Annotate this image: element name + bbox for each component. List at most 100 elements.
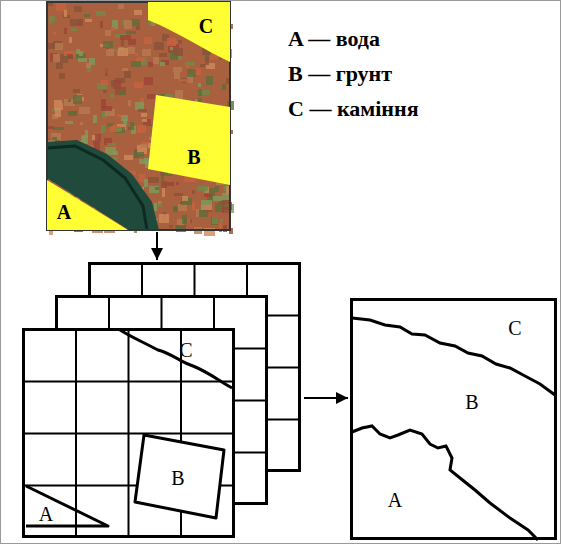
texture-rect (220, 219, 223, 222)
texture-rect (115, 127, 125, 133)
texture-rect (178, 40, 182, 44)
region-letter: C (508, 318, 521, 338)
yellow-region: B (148, 95, 230, 187)
region-letter: C (199, 16, 213, 36)
texture-rect (137, 125, 146, 133)
texture-rect (74, 6, 82, 12)
texture-rect (140, 144, 147, 148)
texture-rect (178, 204, 187, 211)
texture-rect (185, 62, 195, 66)
texture-rect (176, 182, 179, 185)
texture-rect (198, 83, 201, 87)
texture-rect (53, 127, 64, 130)
texture-rect (70, 19, 81, 26)
texture-rect (54, 100, 62, 103)
yellow-region: C (148, 2, 230, 62)
texture-rect (120, 91, 126, 95)
texture-rect (79, 107, 90, 114)
class-boundary (352, 318, 555, 395)
texture-rect (159, 53, 167, 57)
yellow-region-outline (148, 95, 230, 185)
texture-rect (86, 63, 91, 68)
texture-rect (161, 174, 164, 182)
texture-rect (122, 68, 128, 71)
texture-rect (144, 77, 153, 85)
texture-rect (187, 219, 190, 223)
texture-rect (124, 155, 133, 160)
texture-rect (82, 135, 88, 144)
grid-region-outline (26, 486, 108, 526)
texture-rect (200, 64, 205, 67)
image-ground (47, 2, 230, 230)
class-boundary (352, 426, 538, 540)
texture-rect (79, 51, 83, 56)
grid-region-outline (135, 435, 224, 518)
texture-rect (84, 14, 90, 17)
texture-rect (106, 49, 114, 56)
texture-rect (51, 133, 61, 140)
region-letter: A (39, 504, 53, 524)
texture-rect (165, 94, 173, 97)
texture-rect (173, 207, 178, 212)
texture-rect (158, 201, 161, 204)
texture-rect (159, 214, 169, 223)
texture-rect (73, 95, 82, 104)
grid-region-shape (24, 484, 110, 530)
texture-rect (215, 186, 219, 192)
raster-layer-stack: CBA (22, 262, 302, 540)
texture-rect (118, 4, 124, 9)
grid-region-shape (118, 328, 234, 392)
texture-rect (167, 38, 176, 46)
texture-rect (144, 179, 148, 187)
texture-rect (212, 217, 218, 224)
texture-rect (120, 35, 131, 40)
texture-rect (110, 94, 114, 98)
texture-rect (47, 126, 54, 129)
texture-rect (187, 69, 196, 77)
texture-rect (134, 152, 144, 157)
legend-text: A — вода (288, 28, 380, 50)
texture-rect (53, 32, 56, 35)
grid-line (24, 433, 234, 435)
texture-rect (123, 119, 127, 125)
texture-rect (134, 10, 142, 15)
texture-rect (144, 37, 152, 44)
layer-frame (24, 330, 234, 537)
texture-rect (201, 205, 212, 210)
texture-rect (158, 201, 162, 207)
classified-map-shape (350, 298, 557, 540)
texture-rect (101, 125, 105, 133)
texture-rect (69, 37, 72, 43)
texture-rect (196, 209, 199, 217)
texture-rect (141, 142, 150, 149)
region-letter: A (388, 490, 402, 510)
texture-rect (162, 188, 165, 197)
texture-rect (64, 10, 67, 17)
texture-rect (131, 61, 141, 67)
texture-rect (179, 79, 189, 82)
texture-rect (105, 147, 116, 155)
region-letter: A (57, 202, 71, 222)
raster-layer (24, 330, 234, 537)
texture-rect (124, 71, 131, 78)
image-texture (47, 2, 234, 236)
texture-rect (141, 113, 147, 117)
texture-rect (116, 127, 122, 132)
yellow-region-shape (148, 2, 230, 62)
texture-rect (198, 186, 208, 191)
texture-rect (101, 80, 108, 85)
texture-rect (143, 119, 151, 126)
texture-rect (64, 28, 67, 34)
legend-text: B — грунт (288, 63, 392, 85)
texture-rect (78, 58, 87, 62)
texture-rect (115, 87, 126, 95)
texture-rect (173, 67, 182, 72)
yellow-region-outline (47, 180, 128, 230)
texture-rect (199, 90, 210, 95)
texture-rect (67, 54, 73, 59)
texture-rect (68, 99, 71, 102)
texture-rect (100, 21, 103, 28)
texture-rect (53, 54, 60, 62)
texture-rect (95, 134, 101, 141)
texture-rect (93, 115, 97, 123)
